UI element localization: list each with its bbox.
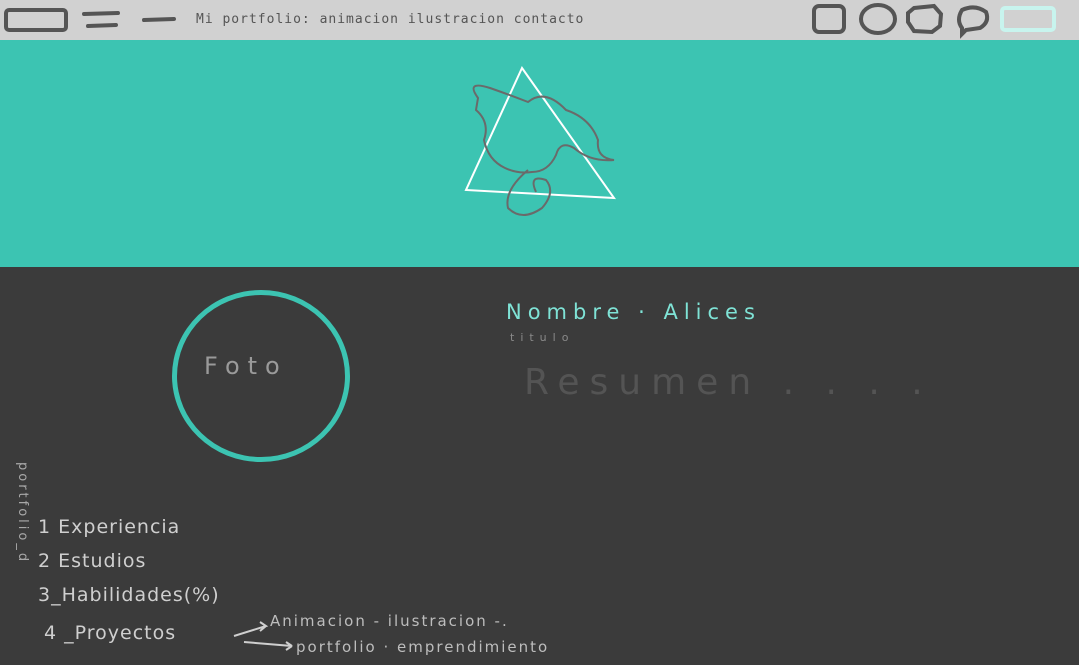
nav-item-studies[interactable]: 2 Estudios (38, 550, 147, 572)
nav-item-experience[interactable]: 1 Experiencia (38, 516, 181, 538)
nav-item-skills[interactable]: 3_Habilidades(%) (38, 584, 220, 606)
profile-photo[interactable] (172, 290, 350, 462)
circle-icon[interactable] (859, 3, 897, 35)
toolbar-icons (4, 3, 1056, 39)
photo-label: Foto (204, 352, 288, 380)
highlighted-rect-icon[interactable] (1000, 6, 1056, 32)
hero-banner (0, 40, 1079, 267)
octagon-icon[interactable] (906, 3, 944, 35)
project-link-portfolio[interactable]: portfolio · emprendimiento (296, 638, 550, 656)
app-title: Mi portfolio: animacion ilustracion cont… (196, 12, 585, 27)
profile-name: Nombre · Alices (506, 300, 761, 324)
top-bar: Mi portfolio: animacion ilustracion cont… (0, 0, 1079, 40)
triangle-scribble-logo-icon (464, 66, 617, 216)
square-icon[interactable] (812, 4, 846, 34)
side-label: portfolio_d (15, 462, 30, 565)
minimize-icon[interactable] (142, 17, 176, 22)
profile-summary: Resumen . . . . (524, 362, 933, 403)
speech-bubble-icon[interactable] (957, 5, 990, 39)
nav-item-projects[interactable]: 4 _Proyectos (44, 622, 177, 644)
project-link-animation[interactable]: Animacion - ilustracion -. (270, 612, 509, 630)
profile-role: titulo (510, 331, 575, 344)
menu-icon[interactable] (82, 11, 120, 28)
window-icon[interactable] (4, 8, 68, 32)
